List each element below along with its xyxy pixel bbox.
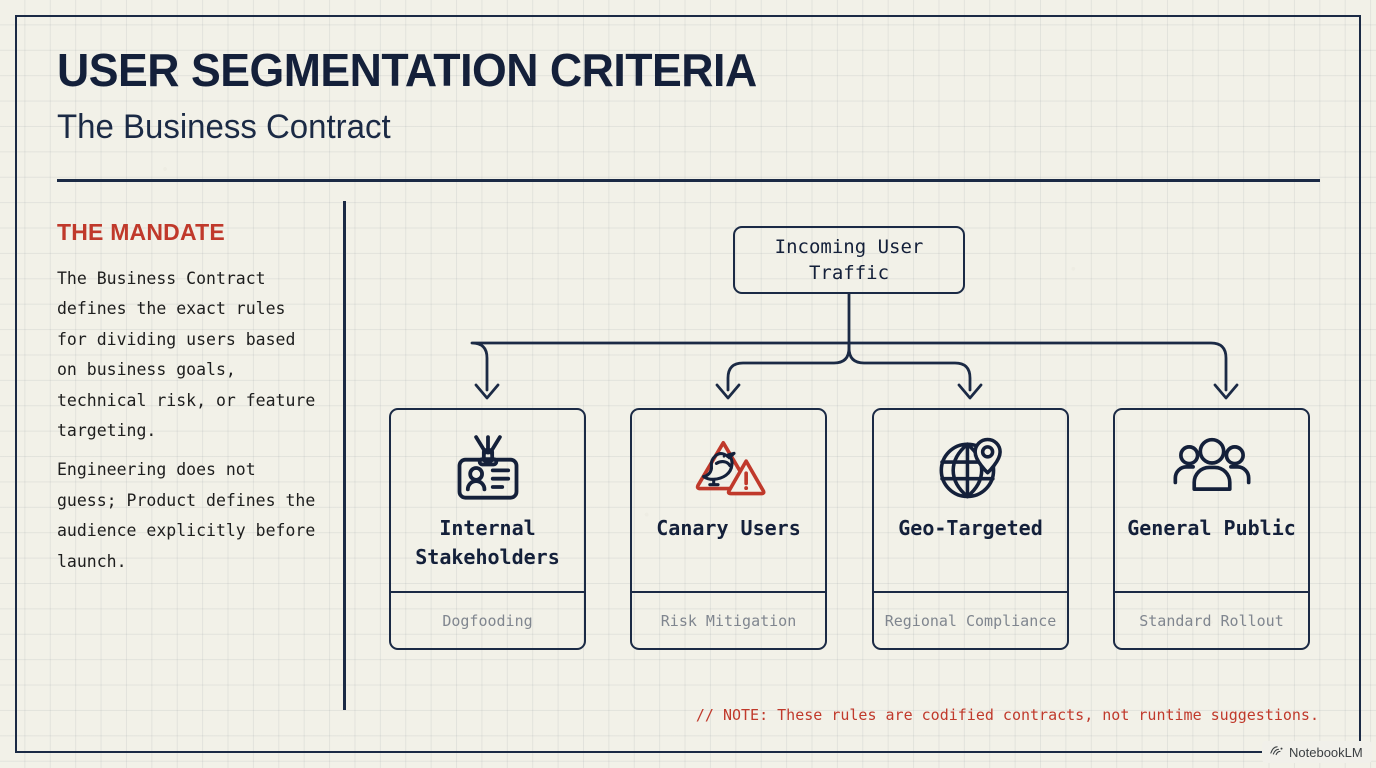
segment-card-general-public[interactable]: General Public Standard Rollout [1113, 408, 1310, 650]
card-title: Canary Users [656, 516, 801, 540]
notebooklm-label: NotebookLM [1289, 744, 1363, 760]
column-divider [343, 201, 346, 710]
id-badge-icon [450, 430, 526, 506]
footer-note: // NOTE: These rules are codified contra… [695, 706, 1319, 724]
people-group-icon [1172, 430, 1252, 506]
canary-warning-icon [689, 430, 769, 506]
card-footer: Standard Rollout [1115, 591, 1308, 648]
card-title: General Public [1127, 516, 1296, 540]
segment-card-internal-stakeholders[interactable]: Internal Stakeholders Dogfooding [389, 408, 586, 650]
page-subtitle: The Business Contract [57, 108, 391, 146]
card-body: Internal Stakeholders [391, 410, 584, 591]
notebooklm-watermark: NotebookLM [1262, 741, 1372, 763]
card-footer: Dogfooding [391, 591, 584, 648]
flow-root-node[interactable]: Incoming User Traffic [733, 226, 965, 294]
mandate-body: The Business Contract defines the exact … [57, 264, 319, 577]
header-divider [57, 179, 1320, 182]
segment-card-geo-targeted[interactable]: Geo-Targeted Regional Compliance [872, 408, 1069, 650]
notebooklm-icon [1269, 743, 1284, 761]
card-body: General Public [1115, 410, 1308, 591]
card-title: Geo-Targeted [898, 516, 1043, 540]
card-title: Internal Stakeholders [415, 516, 560, 569]
page-title: USER SEGMENTATION CRITERIA [57, 44, 757, 96]
card-footer: Risk Mitigation [632, 591, 825, 648]
card-footer: Regional Compliance [874, 591, 1067, 648]
poster-frame [15, 15, 1361, 753]
globe-pin-icon [933, 430, 1009, 506]
segment-card-canary-users[interactable]: Canary Users Risk Mitigation [630, 408, 827, 650]
flow-root-label: Incoming User Traffic [774, 236, 924, 284]
mandate-heading: THE MANDATE [57, 219, 225, 245]
mandate-paragraph: Engineering does not guess; Product defi… [57, 460, 316, 571]
card-body: Canary Users [632, 410, 825, 591]
card-body: Geo-Targeted [874, 410, 1067, 591]
mandate-paragraph: The Business Contract defines the exact … [57, 269, 316, 441]
